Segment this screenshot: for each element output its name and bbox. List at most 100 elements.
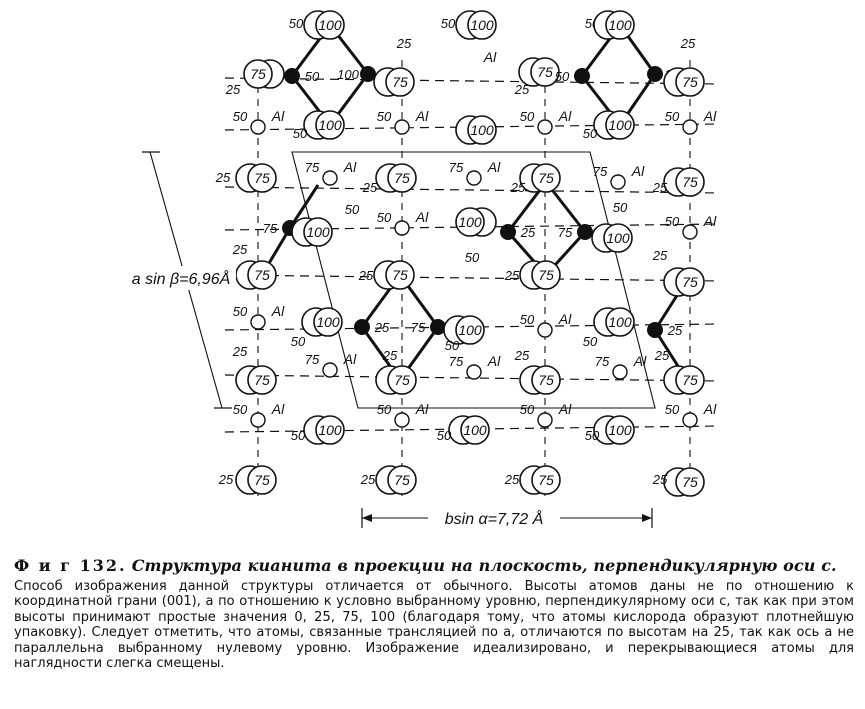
al-label: Al bbox=[487, 159, 501, 175]
al-atom bbox=[682, 119, 698, 135]
oxygen-atom bbox=[605, 110, 635, 140]
caption-title-line: Ф и г 132. Структура кианита в проекции … bbox=[14, 556, 854, 576]
height-label: 25 bbox=[514, 82, 530, 97]
atoms-layer: 501005010050100252575255010075Al75255010… bbox=[215, 10, 717, 497]
al-height-label: 50 bbox=[233, 109, 248, 124]
oxygen-height-label: 100 bbox=[306, 224, 330, 240]
height-label: 25 bbox=[232, 242, 248, 257]
oxygen-height-label: 75 bbox=[537, 64, 553, 80]
al-atom bbox=[322, 362, 338, 378]
height-label: 50 bbox=[583, 126, 598, 141]
al-label: Al bbox=[343, 159, 357, 175]
oxygen-atom bbox=[531, 465, 561, 495]
oxygen-atom bbox=[455, 207, 485, 237]
height-label: 25 bbox=[652, 248, 668, 263]
al-height-label: 50 bbox=[377, 109, 392, 124]
oxygen-atom bbox=[605, 415, 635, 445]
height-label: 25 bbox=[232, 344, 248, 359]
height-label: 25 bbox=[362, 180, 378, 195]
al-atom bbox=[394, 412, 410, 428]
a-dimension-label: a sin β=6,96Å bbox=[132, 269, 231, 288]
oxygen-height-label: 75 bbox=[538, 267, 554, 283]
oxygen-height-label: 100 bbox=[458, 214, 482, 230]
al-atom bbox=[394, 220, 410, 236]
height-label: 25 bbox=[396, 36, 412, 51]
height-label: 50 bbox=[289, 16, 304, 31]
oxygen-height-label: 75 bbox=[538, 472, 554, 488]
height-label: 50 bbox=[613, 200, 628, 215]
oxygen-height-label: 100 bbox=[608, 422, 632, 438]
oxygen-atom bbox=[387, 163, 417, 193]
oxygen-atom bbox=[315, 110, 345, 140]
oxygen-height-label: 75 bbox=[682, 174, 698, 190]
b-dimension-arrow-right bbox=[642, 514, 652, 522]
oxygen-atom bbox=[467, 10, 497, 40]
height-label: 25 bbox=[514, 348, 530, 363]
height-label: 50 bbox=[291, 334, 306, 349]
oxygen-height-label: 75 bbox=[254, 267, 270, 283]
height-label: 50 bbox=[291, 428, 306, 443]
height-label: 25 bbox=[225, 82, 241, 97]
oxygen-atom bbox=[531, 365, 561, 395]
al-height-label: 50 bbox=[665, 214, 680, 229]
al-atom bbox=[322, 170, 338, 186]
height-label: 25 bbox=[504, 268, 520, 283]
si-atom bbox=[577, 224, 593, 240]
figure-caption: Ф и г 132. Структура кианита в проекции … bbox=[14, 556, 854, 671]
oxygen-height-label: 75 bbox=[682, 372, 698, 388]
al-label: Al bbox=[631, 163, 645, 179]
oxygen-height-label: 75 bbox=[254, 372, 270, 388]
oxygen-height-label: 100 bbox=[316, 314, 340, 330]
oxygen-atom bbox=[675, 167, 705, 197]
oxygen-atom bbox=[531, 260, 561, 290]
height-label: 50 bbox=[445, 338, 460, 353]
oxygen-atom bbox=[467, 115, 497, 145]
oxygen-atom bbox=[603, 223, 633, 253]
oxygen-atom bbox=[385, 67, 415, 97]
height-label: 25 bbox=[680, 36, 696, 51]
oxygen-height-label: 75 bbox=[254, 472, 270, 488]
height-label: 25 bbox=[510, 180, 526, 195]
height-label: 50 bbox=[345, 202, 360, 217]
al-height-label: 75 bbox=[593, 164, 608, 179]
al-label: Al bbox=[487, 353, 501, 369]
b-dimension-label: bsin α=7,72 Å bbox=[445, 509, 544, 528]
al-label: Al bbox=[415, 401, 429, 417]
dashed-chain-line bbox=[224, 186, 721, 194]
oxygen-atom bbox=[460, 415, 490, 445]
si-height-label: 50 bbox=[555, 69, 570, 84]
oxygen-height-label: 75 bbox=[394, 372, 410, 388]
oxygen-height-label: 100 bbox=[318, 17, 342, 33]
si-height-label: 25 bbox=[520, 225, 536, 240]
al-label: Al bbox=[483, 49, 497, 65]
si-height-label: 75 bbox=[263, 221, 278, 236]
al-label: Al bbox=[633, 353, 647, 369]
a-dimension-label-bg bbox=[128, 266, 236, 290]
oxygen-height-label: 100 bbox=[606, 230, 630, 246]
oxygen-atom bbox=[243, 59, 273, 89]
oxygen-height-label: 75 bbox=[682, 274, 698, 290]
oxygen-height-label: 75 bbox=[538, 372, 554, 388]
al-height-label: 75 bbox=[305, 352, 320, 367]
al-height-label: 50 bbox=[520, 402, 535, 417]
oxygen-height-label: 100 bbox=[608, 117, 632, 133]
al-height-label: 50 bbox=[377, 402, 392, 417]
al-label: Al bbox=[271, 108, 285, 124]
oxygen-height-label: 100 bbox=[608, 17, 632, 33]
al-atom bbox=[250, 314, 266, 330]
bold-bond-line bbox=[288, 184, 320, 229]
oxygen-atom bbox=[303, 217, 333, 247]
oxygen-atom bbox=[675, 67, 705, 97]
oxygen-height-label: 100 bbox=[608, 314, 632, 330]
al-height-label: 75 bbox=[595, 354, 610, 369]
height-label: 25 bbox=[504, 472, 520, 487]
oxygen-atom bbox=[247, 365, 277, 395]
si-height-label: 100 bbox=[337, 67, 359, 82]
si-height-label: 50 bbox=[305, 69, 320, 84]
al-atom bbox=[466, 170, 482, 186]
al-atom bbox=[466, 364, 482, 380]
oxygen-height-label: 75 bbox=[254, 170, 270, 186]
b-dimension-label-bg bbox=[428, 504, 560, 530]
si-atom bbox=[430, 319, 446, 335]
height-label: 25 bbox=[215, 170, 231, 185]
